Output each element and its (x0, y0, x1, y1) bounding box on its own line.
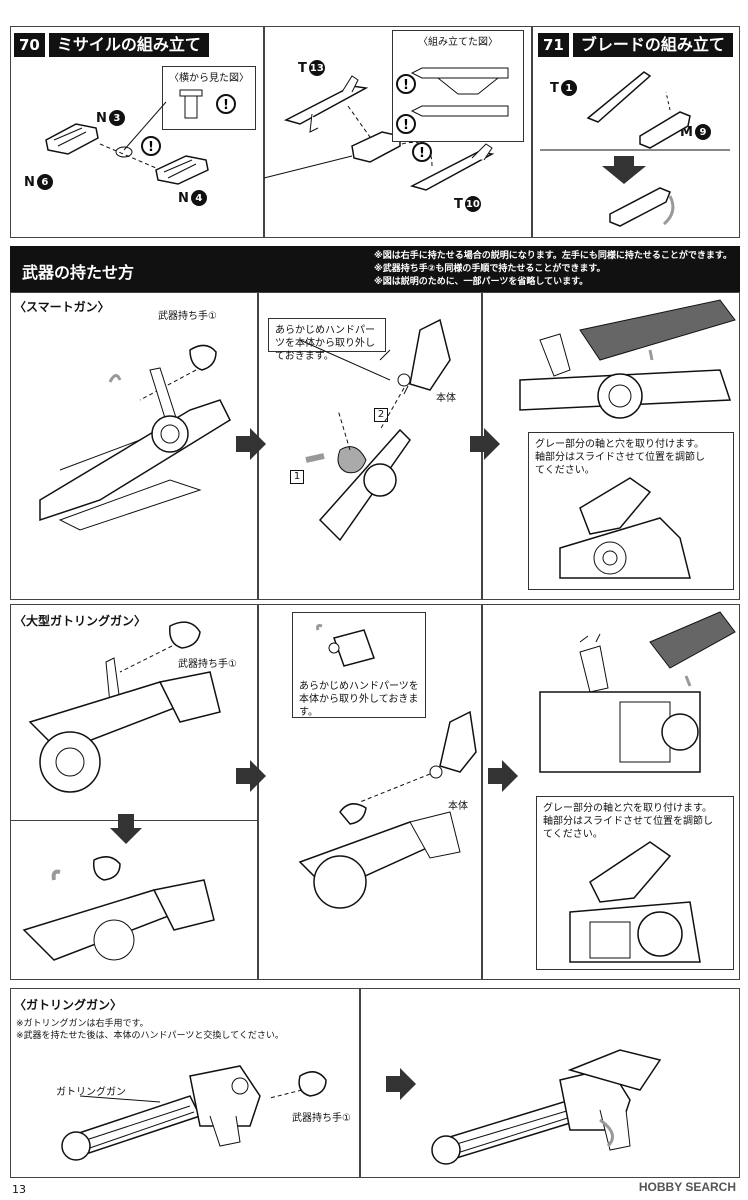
step70-panel (10, 26, 264, 238)
big-gatling-body-label: 本体 (448, 801, 468, 812)
step70-number: 70 (14, 33, 45, 57)
banner-note: ※図は説明のために、一部パーツを省略しています。 (374, 277, 589, 287)
smart-gun-remove-text: あらかじめハンドパーツを本体から取り外しておきます。 (275, 325, 375, 362)
step71-header: 71 ブレードの組み立て (538, 30, 733, 60)
big-gatling-illustration (28, 621, 221, 793)
missile-illustration: ! (263, 75, 495, 191)
svg-text:!: ! (403, 78, 409, 93)
assembled-view-label: 〈組み立てた図〉 (418, 37, 498, 48)
missile-rack-illustration: ! (45, 101, 209, 185)
step71-title: ブレードの組み立て (572, 33, 733, 57)
gatling-notes: ※ガトリングガンは右手用です。 ※武器を持たせた後は、本体のハンドパーツと交換し… (16, 1018, 284, 1042)
arrow-right-icon (236, 428, 266, 460)
gatling-panel-2 (360, 988, 740, 1178)
arrow-right-icon (488, 760, 518, 792)
smart-gun-remove-note: あらかじめハンドパーツを本体から取り外しておきます。 (268, 318, 386, 362)
blade-illustration (540, 71, 730, 227)
step71-number: 71 (538, 33, 569, 57)
banner-note: ※図は右手に持たせる場合の説明になります。左手にも同様に持たせることができます。 (374, 251, 732, 261)
big-gatling-hand-attached-illustration (22, 856, 215, 961)
banner-notes: ※図は右手に持たせる場合の説明になります。左手にも同様に持たせることができます。… (374, 250, 732, 289)
weapon-holding-banner: 武器の持たせ方 ※図は右手に持たせる場合の説明になります。左手にも同様に持たせる… (10, 246, 740, 292)
big-gatling-hand-part-illustration (316, 624, 375, 667)
smart-gun-body-label: 本体 (436, 393, 456, 404)
big-gatling-remove-text: あらかじめハンドパーツを本体から取り外しておきます。 (299, 681, 419, 718)
watermark: HOBBY SEARCH (638, 1180, 736, 1194)
smart-gun-attached-illustration (519, 299, 736, 419)
page-number: 13 (12, 1183, 26, 1196)
banner-title: 武器の持たせ方 (22, 263, 135, 282)
banner-note: ※武器持ち手②も同様の手順で持たせることができます。 (374, 264, 606, 274)
side-view-label: 〈横から見た図〉 (169, 73, 249, 84)
big-gatling-remove-note: あらかじめハンドパーツを本体から取り外しておきます。 (292, 612, 426, 718)
gatling-weapon-hand-label: 武器持ち手① (292, 1113, 351, 1124)
svg-text:!: ! (419, 146, 425, 161)
smart-gun-weapon-hand-label: 武器持ち手① (158, 311, 217, 322)
gatling-gun-label: ガトリングガン (56, 1087, 126, 1098)
side-view-box: 〈横から見た図〉 (162, 66, 256, 130)
assembled-missile-illustration: ! ! (396, 67, 509, 134)
arrow-right-icon (470, 428, 500, 460)
arrow-right-icon (386, 1068, 416, 1100)
big-gatling-heading: 〈大型ガトリングガン〉 (14, 614, 147, 628)
big-gatling-attached-illustration (539, 611, 736, 773)
gatling-heading: 〈ガトリングガン〉 (14, 998, 123, 1012)
smart-gun-heading: 〈スマートガン〉 (14, 300, 110, 314)
big-gatling-attach-detail-illustration (569, 841, 701, 963)
arrow-right-icon (236, 760, 266, 792)
side-view-part-illustration: ! (179, 89, 236, 119)
svg-text:!: ! (148, 140, 154, 155)
gatling-note: ※武器を持たせた後は、本体のハンドパーツと交換してください。 (16, 1031, 284, 1041)
gatling-gun-attached-illustration (431, 1049, 662, 1165)
gatling-gun-illustration (61, 1065, 327, 1161)
step70-header: 70 ミサイルの組み立て (14, 30, 209, 60)
svg-text:!: ! (223, 98, 229, 113)
svg-text:!: ! (403, 118, 409, 133)
smart-gun-step1-box: 1 (290, 470, 304, 484)
big-gatling-hand-illustration (298, 710, 477, 909)
smart-gun-illustration (39, 344, 231, 531)
gatling-note: ※ガトリングガンは右手用です。 (16, 1019, 149, 1029)
smart-gun-attach-text: グレー部分の軸と穴を取り付けます。軸部分はスライドさせて位置を調節してください。 (535, 439, 705, 476)
big-gatling-weapon-hand-label: 武器持ち手① (178, 659, 237, 670)
smart-gun-step2-box: 2 (374, 408, 388, 422)
arrow-down-icon (110, 814, 142, 844)
smart-gun-attach-detail-illustration (559, 477, 691, 579)
big-gatling-attach-text: グレー部分の軸と穴を取り付けます。軸部分はスライドさせて位置を調節してください。 (543, 803, 713, 840)
step70-title: ミサイルの組み立て (48, 33, 209, 57)
smart-gun-hand-illustration (299, 318, 451, 542)
